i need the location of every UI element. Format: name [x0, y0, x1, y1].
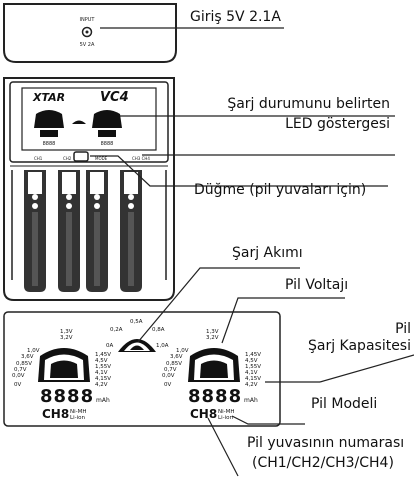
- label-led-line2: LED göstergesi: [285, 116, 390, 132]
- usb-input-port: [81, 26, 93, 38]
- svg-text:1,55V: 1,55V: [245, 364, 261, 370]
- svg-text:4,1V: 4,1V: [245, 370, 258, 376]
- svg-text:mAh: mAh: [96, 397, 110, 404]
- svg-text:0,85V: 0,85V: [166, 361, 182, 367]
- port-label-input: INPUT: [80, 17, 96, 23]
- channel-right: CH8: [190, 407, 217, 421]
- svg-text:3,6V: 3,6V: [21, 354, 34, 360]
- svg-text:0,7V: 0,7V: [14, 367, 27, 373]
- model-logo: VC4: [100, 90, 129, 105]
- svg-text:1,0V: 1,0V: [176, 348, 189, 354]
- lcd-detail-panel: 1,3V 3,2V 1,0V 3,6V 0,85V 0,7V 0,0V 0V 1…: [3, 311, 281, 427]
- svg-text:0,2A: 0,2A: [110, 327, 123, 333]
- label-battery-voltage: Pil Voltajı: [285, 277, 349, 293]
- capacity-digits-right: 8888: [188, 386, 242, 407]
- svg-text:Li-ion: Li-ion: [218, 415, 233, 421]
- led-label-ch1: CH1: [34, 156, 43, 161]
- label-capacity-line1: Pil: [395, 321, 411, 337]
- svg-text:1,3V: 1,3V: [206, 329, 219, 335]
- svg-text:4,1V: 4,1V: [95, 370, 108, 376]
- mini-gauge-center: [72, 120, 86, 124]
- svg-text:0,7V: 0,7V: [164, 367, 177, 373]
- label-capacity-line2: Şarj Kapasitesi: [307, 338, 411, 354]
- capacity-digits-left: 8888: [40, 386, 94, 407]
- svg-text:4,15V: 4,15V: [245, 376, 261, 382]
- svg-text:0,0V: 0,0V: [162, 373, 175, 379]
- battery-slot-1[interactable]: [24, 170, 46, 292]
- battery-slot-2[interactable]: [58, 170, 80, 292]
- mode-button[interactable]: [73, 151, 89, 162]
- battery-slot-3[interactable]: [86, 170, 108, 292]
- label-slot-number-line2: (CH1/CH2/CH3/CH4): [252, 455, 394, 471]
- svg-text:Ni-MH: Ni-MH: [70, 409, 87, 415]
- svg-text:1,55V: 1,55V: [95, 364, 111, 370]
- svg-text:Ni-MH: Ni-MH: [218, 409, 235, 415]
- label-slot-number-line1: Pil yuvasının numarası: [247, 435, 405, 451]
- svg-text:3,2V: 3,2V: [206, 335, 219, 341]
- svg-text:0V: 0V: [14, 382, 21, 388]
- label-led-line1: Şarj durumunu belirten: [227, 96, 390, 112]
- label-charge-current: Şarj Akımı: [232, 245, 303, 261]
- led-label-mode: MODE: [95, 156, 108, 161]
- svg-text:4,15V: 4,15V: [95, 376, 111, 382]
- svg-text:0V: 0V: [164, 382, 171, 388]
- svg-text:1,45V: 1,45V: [95, 352, 111, 358]
- svg-text:0,8A: 0,8A: [152, 327, 165, 333]
- mini-gauge-right: 8888: [92, 110, 122, 147]
- svg-text:0A: 0A: [106, 343, 113, 349]
- svg-text:1,45V: 1,45V: [245, 352, 261, 358]
- svg-text:4,2V: 4,2V: [245, 382, 258, 388]
- svg-text:3,6V: 3,6V: [170, 354, 183, 360]
- right-voltage-gauge: 1,3V 3,2V 1,0V 3,6V 0,85V 0,7V 0,0V 0V 1…: [162, 329, 261, 421]
- svg-text:1,3V: 1,3V: [60, 329, 73, 335]
- svg-text:4,2V: 4,2V: [95, 382, 108, 388]
- svg-text:8888: 8888: [43, 141, 56, 147]
- port-label-rating: 5V 2A: [80, 42, 95, 48]
- svg-text:mAh: mAh: [244, 397, 258, 404]
- svg-text:0,85V: 0,85V: [16, 361, 32, 367]
- svg-text:4,5V: 4,5V: [95, 358, 108, 364]
- battery-slots: [10, 165, 168, 292]
- led-label-ch2: CH2: [63, 156, 72, 161]
- charger-top-view: INPUT 5V 2A: [3, 3, 177, 63]
- mini-gauge-left: 8888: [34, 110, 64, 147]
- label-button: Düğme (pil yuvaları için): [194, 182, 367, 198]
- charger-front-view: XTAR VC4 8888 8888 CH1 CH2 MODE CH3 CH4: [3, 77, 175, 301]
- svg-text:Li-ion: Li-ion: [70, 415, 85, 421]
- brand-logo: XTAR: [32, 91, 65, 104]
- svg-text:4,5V: 4,5V: [245, 358, 258, 364]
- left-voltage-gauge: 1,3V 3,2V 1,0V 3,6V 0,85V 0,7V 0,0V 0V 1…: [12, 329, 111, 421]
- svg-text:8888: 8888: [101, 141, 114, 147]
- channel-left: CH8: [42, 407, 69, 421]
- current-gauge: 0,5A 0,2A 0,8A 0A 1,0A: [106, 319, 169, 352]
- svg-text:3,2V: 3,2V: [60, 335, 73, 341]
- label-input: Giriş 5V 2.1A: [190, 9, 281, 25]
- svg-text:0,0V: 0,0V: [12, 373, 25, 379]
- battery-slot-4[interactable]: [120, 170, 142, 292]
- led-label-ch3-ch4: CH3 CH4: [132, 156, 150, 161]
- svg-text:1,0V: 1,0V: [27, 348, 40, 354]
- svg-text:1,0A: 1,0A: [156, 343, 169, 349]
- svg-text:0,5A: 0,5A: [130, 319, 143, 325]
- label-battery-model: Pil Modeli: [311, 396, 378, 412]
